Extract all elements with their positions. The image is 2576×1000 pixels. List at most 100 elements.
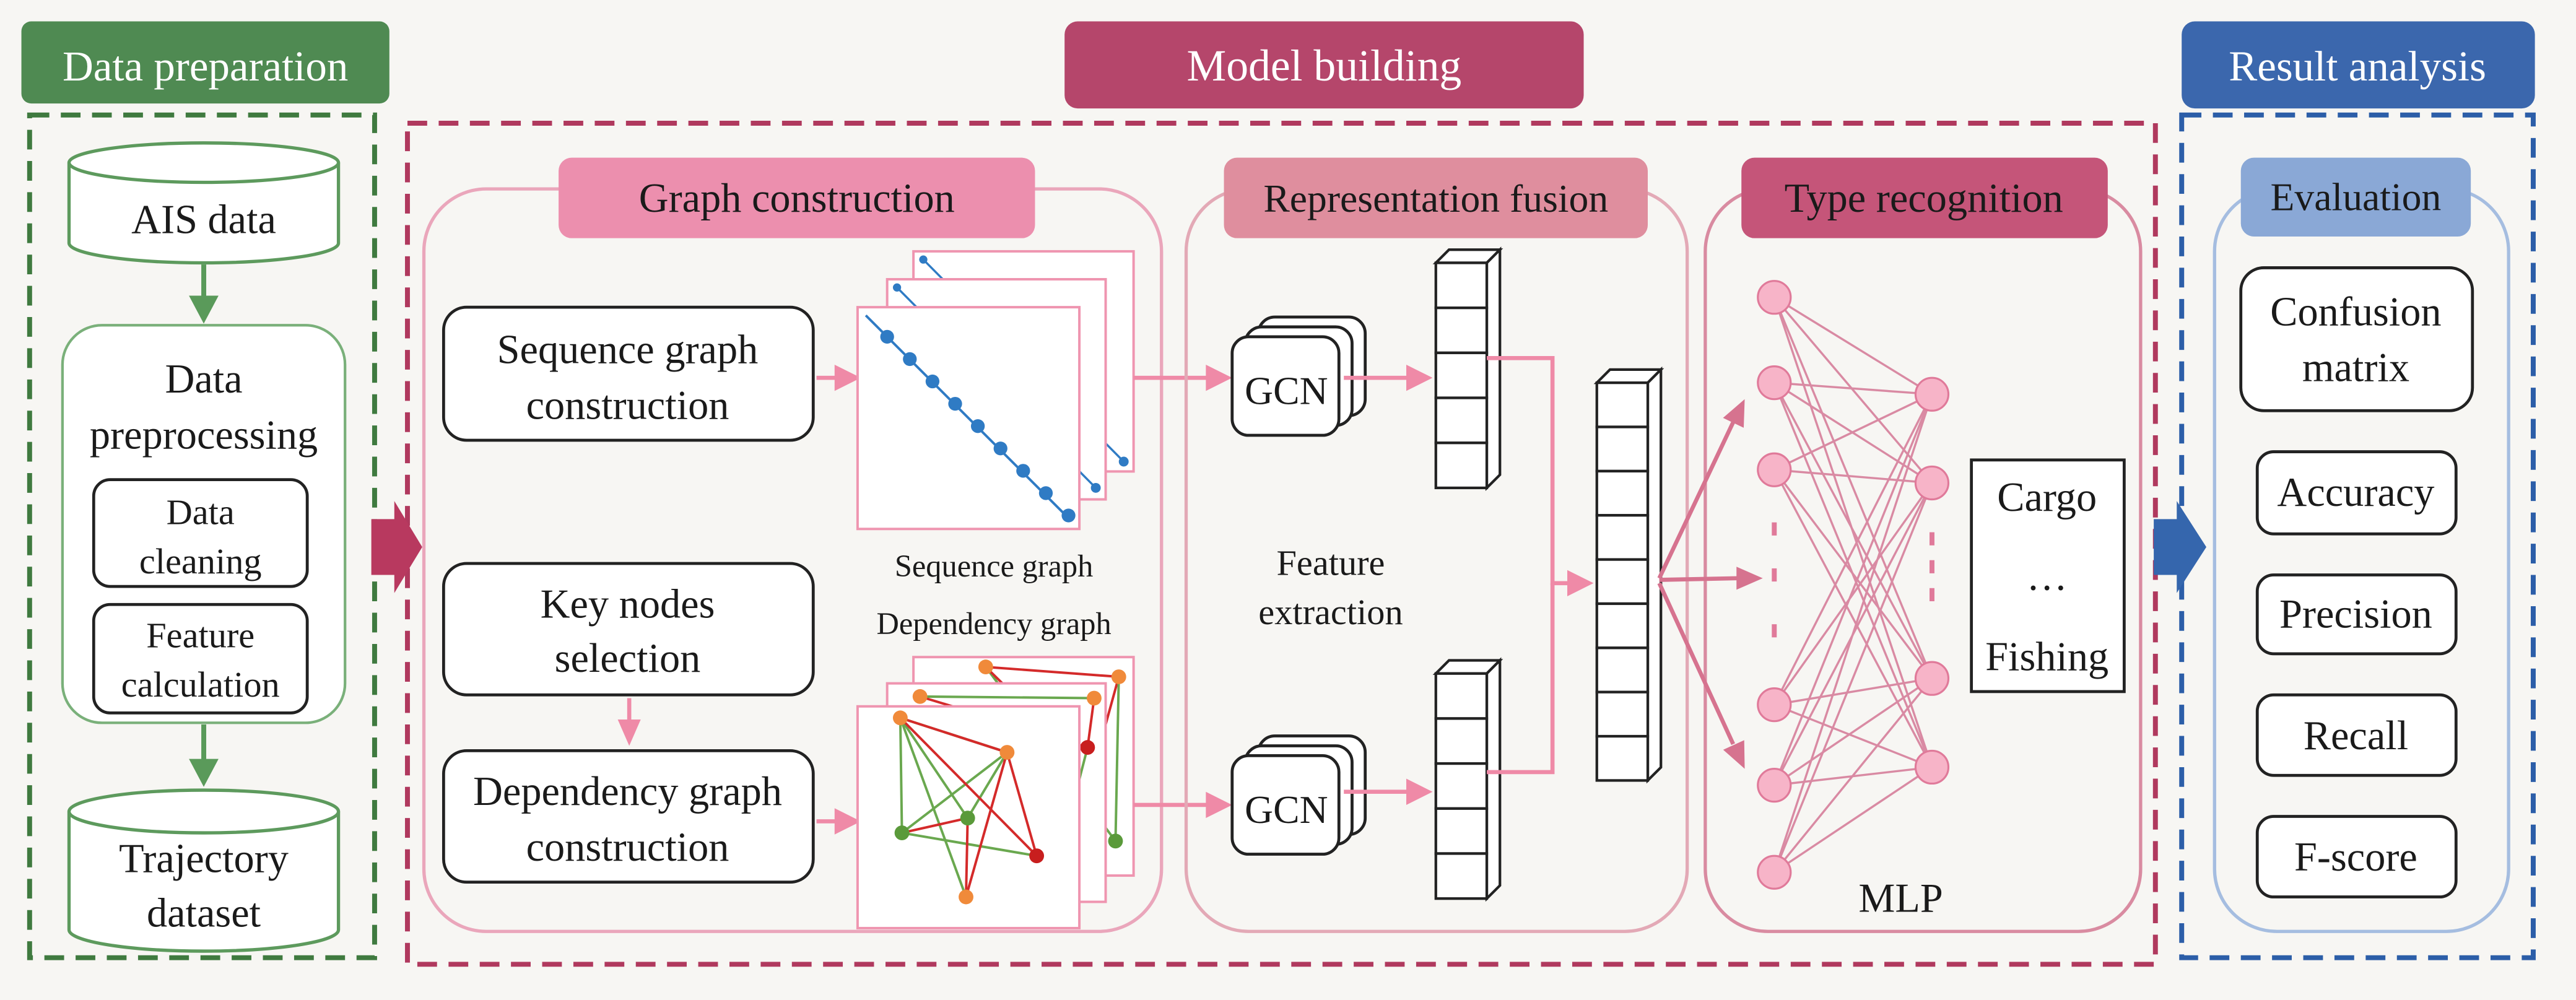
confusion-matrix-label-line2: matrix xyxy=(2302,345,2409,390)
sequence-graph-node xyxy=(925,374,940,389)
mlp-input-neuron xyxy=(1757,768,1792,803)
dependency-graph-front-node xyxy=(960,811,975,826)
mlp-input-arrow-lower-shaft xyxy=(1657,582,1735,746)
ais-data-cylinder-top xyxy=(67,141,341,185)
green-arrow-head-1 xyxy=(189,295,219,324)
representation-fusion-title: Representation fusion xyxy=(1263,176,1608,220)
sequence-graph-node xyxy=(903,352,917,367)
sequence-graph-construction-box xyxy=(442,305,815,442)
dependency-graph-to-gcn-arrow-head xyxy=(1206,791,1232,819)
precision-label: Precision xyxy=(2279,591,2432,637)
f-score-label: F-score xyxy=(2294,835,2417,880)
accuracy-label: Accuracy xyxy=(2277,470,2434,515)
model-building-header xyxy=(1064,21,1584,109)
mlp-hidden-neuron xyxy=(1914,749,1950,785)
dependency-graph-front-edge xyxy=(1006,752,1038,856)
dependency-graph-back-node xyxy=(1108,833,1123,849)
dependency-graph-frame-front-group xyxy=(856,705,1081,929)
mlp-input-neuron xyxy=(1757,452,1792,487)
mlp-connection xyxy=(1774,381,1933,396)
dependency-graph-front-edge xyxy=(902,832,1037,858)
dependency-graph-construction-box xyxy=(442,749,815,884)
feature-extraction-label-line1: Feature xyxy=(1276,543,1385,583)
data-preprocessing-label-line2: preprocessing xyxy=(90,412,318,458)
mlp-connection xyxy=(1773,393,1933,471)
mlp-hidden-ellipsis-dot xyxy=(1929,532,1934,546)
mlp-connection xyxy=(1773,393,1933,705)
mlp-connection xyxy=(1773,297,1933,679)
mlp-input-neuron xyxy=(1757,687,1792,723)
mlp-input-ellipsis-dot xyxy=(1772,624,1777,638)
gcn-top-layer-front xyxy=(1230,335,1341,437)
type-recognition-title: Type recognition xyxy=(1785,176,2063,221)
recall-label: Recall xyxy=(2304,713,2408,759)
fused-feature-vector-cell xyxy=(1595,646,1650,693)
dependency-graph-back-edge xyxy=(1114,676,1120,841)
sequence-graph-construction-label-line1: Sequence graph xyxy=(497,327,759,372)
top-feature-vector-cell xyxy=(1434,441,1489,490)
trajectory-dataset-cylinder-body xyxy=(67,811,341,953)
fused-feature-vector-cell xyxy=(1595,425,1650,472)
dependency-graph-front-edge xyxy=(902,817,968,835)
fused-feature-vector-cell xyxy=(1595,514,1650,561)
fusion-arrow-head xyxy=(1567,570,1594,597)
result-analysis-title: Result analysis xyxy=(2229,43,2486,90)
data-cleaning-label-line1: Data xyxy=(167,492,235,532)
sequence-graph-frame-front-group xyxy=(856,306,1081,531)
mlp-connection xyxy=(1773,394,1933,786)
data-preparation-header xyxy=(21,21,389,104)
dependency-graph-front-node xyxy=(999,745,1015,760)
gcn-bottom-label: GCN xyxy=(1245,788,1328,832)
mlp-connection xyxy=(1773,766,1933,874)
dependency-graph-front-node xyxy=(894,825,910,840)
sequence-graph-node xyxy=(1016,464,1030,478)
sequence-graph-middle-node xyxy=(892,283,902,292)
sequence-graph-node xyxy=(1061,508,1076,523)
data-cleaning-box xyxy=(92,478,309,588)
feature-calculation-box xyxy=(92,602,309,715)
mlp-input-neuron xyxy=(1757,280,1792,315)
fused-feature-vector-cell xyxy=(1595,690,1650,738)
trajectory-dataset-cylinder: Trajectory dataset xyxy=(67,788,341,953)
dependency-graph-back-node xyxy=(978,659,993,675)
model-building-title: Model building xyxy=(1187,41,1462,90)
gcn-bottom-layer-front xyxy=(1230,754,1341,856)
gcn-bottom-stack: GCN xyxy=(1230,734,1367,856)
dependency-graph-front-edge xyxy=(901,751,1008,834)
confusion-matrix-label-line1: Confusion xyxy=(2270,289,2441,334)
mlp-connection xyxy=(1773,482,1933,706)
dependency-graph-front-node xyxy=(892,710,908,726)
bottom-vector-to-fused-connector xyxy=(1487,583,1555,775)
class-label-fishing: Fishing xyxy=(1985,634,2108,679)
fused-feature-vector-cell xyxy=(1595,734,1650,782)
gcn-bottom-to-features-arrow-head xyxy=(1406,778,1433,805)
sequence-graph-stack xyxy=(856,250,1135,531)
output-classes-box xyxy=(1970,458,2126,693)
top-feature-vector xyxy=(1432,246,1503,492)
mlp-connection xyxy=(1773,677,1933,873)
confusion-matrix-box xyxy=(2239,266,2474,412)
ais-data-label: AIS data xyxy=(131,198,276,243)
data-preparation-title: Data preparation xyxy=(63,43,348,90)
representation-fusion-header xyxy=(1224,157,1648,238)
mlp-connection xyxy=(1773,394,1933,873)
dependency-graph-front-edge xyxy=(899,717,967,898)
sequence-graph-back-node xyxy=(1118,456,1129,467)
mlp-input-arrow-lower-head xyxy=(1723,740,1745,769)
mlp-hidden-ellipsis-dot xyxy=(1929,588,1934,601)
sequence-graph-node xyxy=(880,329,894,344)
recall-box xyxy=(2255,693,2458,777)
bottom-feature-vector-cell xyxy=(1434,807,1489,855)
f-score-box xyxy=(2255,815,2458,898)
sequence-graph-back-node xyxy=(919,255,928,264)
dependency-graph-front-edge xyxy=(899,718,903,833)
mlp-connection xyxy=(1773,297,1933,484)
mlp-input-arrow-upper-shaft xyxy=(1657,421,1735,580)
mlp-input-arrow-middle-head xyxy=(1736,567,1763,590)
sequence-graph-node xyxy=(993,441,1007,456)
mlp-connection xyxy=(1774,469,1933,484)
to-result-analysis-arrow xyxy=(2154,501,2207,593)
mlp-input-arrow-upper-head xyxy=(1723,399,1745,428)
mlp-input-neuron xyxy=(1757,365,1792,401)
